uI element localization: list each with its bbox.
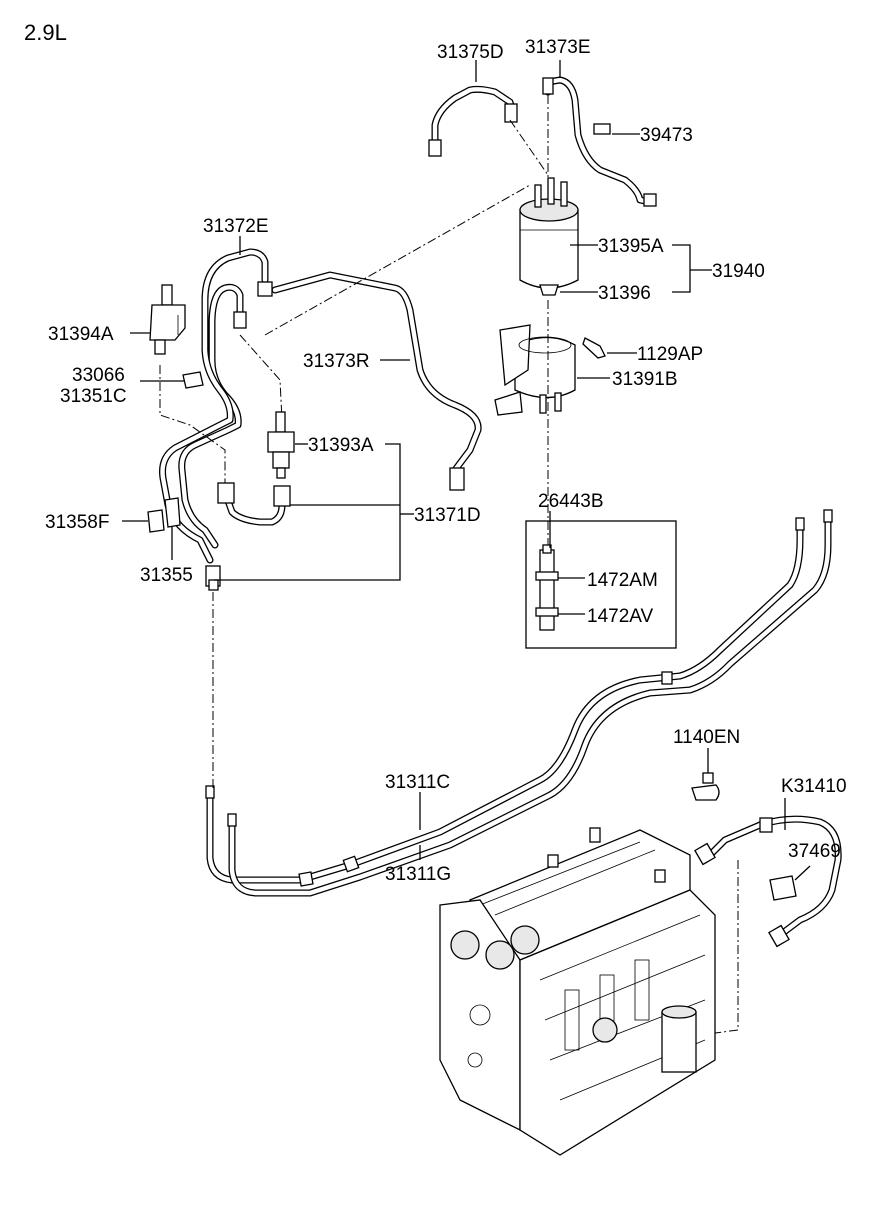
fuel-hose-26443B <box>535 544 559 631</box>
label-31358F: 31358F <box>45 512 109 533</box>
label-1140EN: 1140EN <box>673 727 740 748</box>
connect-line-d <box>264 184 531 336</box>
label-31311G: 31311G <box>385 864 451 885</box>
label-1472AM: 1472AM <box>587 570 658 591</box>
label-26443B: 26443B <box>538 491 604 512</box>
engine-block <box>439 827 716 1156</box>
label-39473: 39473 <box>640 125 693 146</box>
leader-lines <box>122 60 811 881</box>
label-31394A: 31394A <box>48 324 114 345</box>
bolt-1129AP <box>582 337 606 359</box>
connect-line-e <box>239 334 283 421</box>
label-K31410: K31410 <box>781 776 847 797</box>
hose-box <box>525 520 677 649</box>
label-31373E: 31373E <box>525 37 591 58</box>
engine-title: 2.9L <box>24 20 67 45</box>
label-31396: 31396 <box>598 283 651 304</box>
label-31355: 31355 <box>140 565 193 586</box>
connect-line-a <box>509 119 549 176</box>
main-fuel-lines <box>205 509 833 897</box>
label-31395A: 31395A <box>598 236 664 257</box>
return-pipe <box>217 482 291 526</box>
connect-line-f <box>159 365 226 485</box>
label-31311C: 31311C <box>385 772 450 793</box>
pressure-sensor <box>267 411 295 479</box>
label-31371D: 31371D <box>414 505 481 526</box>
label-31375D: 31375D <box>437 42 504 63</box>
fuel-filter <box>519 177 579 296</box>
label-37469: 37469 <box>788 841 841 862</box>
label-33066: 33066 <box>72 365 125 386</box>
pipe-K31410 <box>694 815 842 948</box>
part-labels: 31375D 31373E 39473 31372E 31395A 31940 … <box>45 37 847 885</box>
clips-31358F-31355 <box>147 497 221 591</box>
label-31393A: 31393A <box>308 435 374 456</box>
label-1472AV: 1472AV <box>587 606 654 627</box>
clip-37469 <box>769 875 797 901</box>
label-31391B: 31391B <box>612 369 678 390</box>
upper-fuel-lines <box>428 76 657 207</box>
label-31373R: 31373R <box>303 351 370 372</box>
bolt-1140EN <box>691 762 720 801</box>
label-31940: 31940 <box>712 261 765 282</box>
label-31351C: 31351C <box>60 386 127 407</box>
label-1129AP: 1129AP <box>637 344 703 365</box>
clip-33066 <box>182 371 204 389</box>
label-31372E: 31372E <box>203 216 269 237</box>
check-valve <box>149 284 186 355</box>
filter-bracket <box>494 324 576 416</box>
